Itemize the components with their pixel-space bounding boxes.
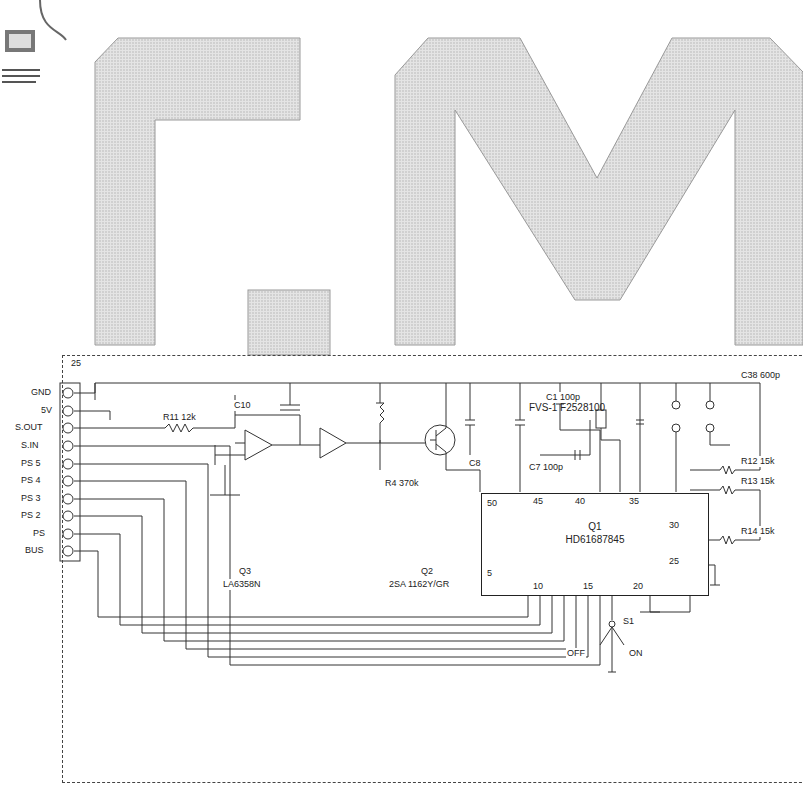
part-label: R13 15k xyxy=(740,476,776,487)
part-label: R12 15k xyxy=(740,456,776,467)
pin-name: S.OUT xyxy=(14,422,44,433)
part-label: Q3 xyxy=(238,566,252,577)
part-label: C8 xyxy=(468,458,482,469)
pin-name: PS 4 xyxy=(20,475,42,486)
pin-number: 50 xyxy=(486,498,498,509)
part-label: R4 370k xyxy=(384,478,420,489)
pin-number: 35 xyxy=(628,496,640,507)
pin-name: 5V xyxy=(40,405,53,416)
pin-number: 10 xyxy=(532,581,544,592)
pin-number: 25 xyxy=(70,358,82,369)
pin-name: PS 5 xyxy=(20,458,42,469)
part-label: C38 600p xyxy=(740,370,781,381)
pin-name: BUS xyxy=(24,545,45,556)
pin-number: 20 xyxy=(632,581,644,592)
part-number: HD61687845 xyxy=(482,533,708,546)
part-label: ON xyxy=(628,648,644,659)
wiring xyxy=(60,383,760,672)
pin-number: 5 xyxy=(486,568,493,579)
part-label: C7 100p xyxy=(528,462,564,473)
part-label: OFF xyxy=(566,648,586,659)
part-label: 2SA 1162Y/GR xyxy=(388,579,450,590)
pin-name: PS 2 xyxy=(20,510,42,521)
pin-number: 25 xyxy=(668,556,680,567)
ic-box: Q1HD61687845 xyxy=(481,493,709,596)
part-label: Q2 xyxy=(420,566,434,577)
part-label: C10 xyxy=(233,400,252,411)
part-label: R14 15k xyxy=(740,526,776,537)
pin-name: PS xyxy=(32,528,46,539)
pin-number: 45 xyxy=(532,496,544,507)
pin-name: GND xyxy=(30,387,52,398)
part-label: R11 12k xyxy=(162,412,197,423)
pin-number: 30 xyxy=(668,520,680,531)
pin-number: 15 xyxy=(582,581,594,592)
part-label: C1 100p xyxy=(545,392,581,403)
watermark-logo xyxy=(2,0,803,355)
part-label: LA6358N xyxy=(222,579,262,590)
pin-name: PS 3 xyxy=(20,493,42,504)
pin-number: 40 xyxy=(574,496,586,507)
part-label: S1 xyxy=(622,616,635,627)
pin-name: S.IN xyxy=(20,440,40,451)
